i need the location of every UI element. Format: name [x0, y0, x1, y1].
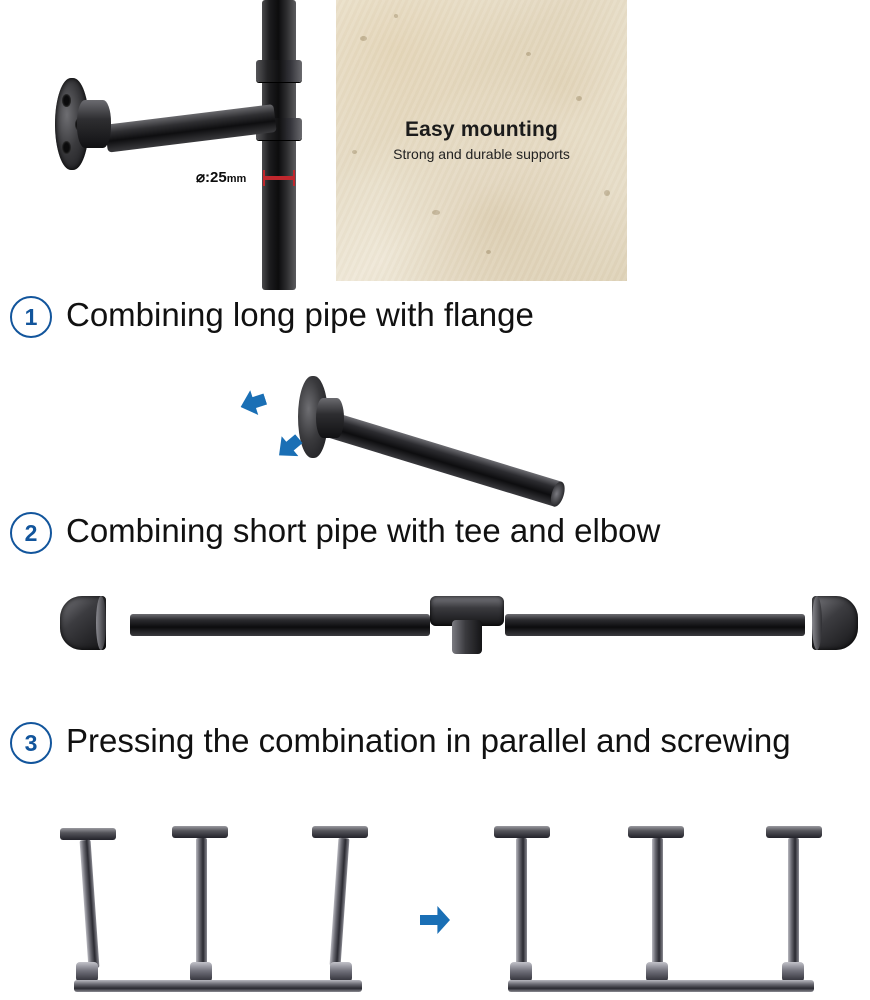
diameter-label: ⌀:25mm [196, 168, 246, 186]
pipe-joint [190, 962, 212, 982]
ceiling-flange [494, 826, 550, 838]
step-row-2: 2 Combining short pipe with tee and elbo… [0, 512, 870, 554]
bottom-rail [74, 980, 362, 992]
ceiling-flange [60, 828, 116, 840]
elbow-fitting-left [60, 596, 106, 650]
step-row-3: 3 Pressing the combination in parallel a… [0, 722, 870, 764]
vertical-pipe-graphic [262, 0, 296, 290]
vertical-pipe [79, 839, 100, 969]
ceiling-flange [312, 826, 368, 838]
elbow-fitting-right [812, 596, 858, 650]
diameter-value: ⌀:25 [196, 169, 227, 186]
tee-fitting [430, 592, 504, 654]
photo-subhead: Strong and durable supports [393, 146, 570, 162]
step-text-3: Pressing the combination in parallel and… [66, 722, 791, 759]
pipe-joint [330, 962, 352, 982]
pipe-collar-upper [256, 60, 302, 82]
mounting-photo: Easy mounting Strong and durable support… [336, 0, 627, 281]
ceiling-flange [628, 826, 684, 838]
hero-illustration: ⌀:25mm Easy mounting Strong and durable … [0, 0, 870, 290]
pipe-open-end [548, 479, 568, 509]
step-badge-3: 3 [10, 722, 52, 764]
step-text-1: Combining long pipe with flange [66, 296, 534, 333]
vertical-pipe [329, 837, 350, 967]
pipe-joint [646, 962, 668, 982]
arrow-right-icon [420, 906, 450, 934]
vertical-pipe [788, 838, 799, 968]
elbow-ring [812, 596, 822, 650]
bottom-rail [508, 980, 814, 992]
step-badge-1: 1 [10, 296, 52, 338]
flange-hub [316, 398, 344, 438]
step-text-2: Combining short pipe with tee and elbow [66, 512, 661, 549]
pipe-joint [782, 962, 804, 982]
vertical-pipe [516, 838, 527, 968]
flange-hub [77, 100, 111, 148]
step-row-1: 1 Combining long pipe with flange [0, 296, 870, 338]
step1-illustration [237, 368, 600, 509]
wall-flange-graphic [55, 78, 111, 170]
ceiling-flange [172, 826, 228, 838]
pipe-joint [76, 962, 98, 982]
pipe-joint [510, 962, 532, 982]
short-pipe-right [505, 614, 805, 636]
step2-illustration [0, 586, 870, 666]
horizontal-pipe-graphic [104, 104, 277, 153]
photo-headline: Easy mounting [404, 118, 559, 141]
photo-caption: Easy mounting Strong and durable support… [336, 118, 627, 162]
ceiling-flange [766, 826, 822, 838]
vertical-pipe [196, 838, 207, 968]
dimension-bar [263, 176, 295, 180]
vertical-pipe [652, 838, 663, 968]
flange-graphic [298, 376, 344, 458]
step3-illustration [0, 820, 870, 1000]
elbow-ring [96, 596, 106, 650]
long-pipe-graphic [308, 406, 568, 509]
short-pipe-left [130, 614, 430, 636]
flange-screw-hole [62, 94, 71, 107]
arrow-left-icon [237, 387, 270, 420]
diameter-unit: mm [226, 173, 247, 185]
step-badge-2: 2 [10, 512, 52, 554]
tee-branch [452, 620, 482, 654]
flange-screw-hole [62, 141, 71, 154]
